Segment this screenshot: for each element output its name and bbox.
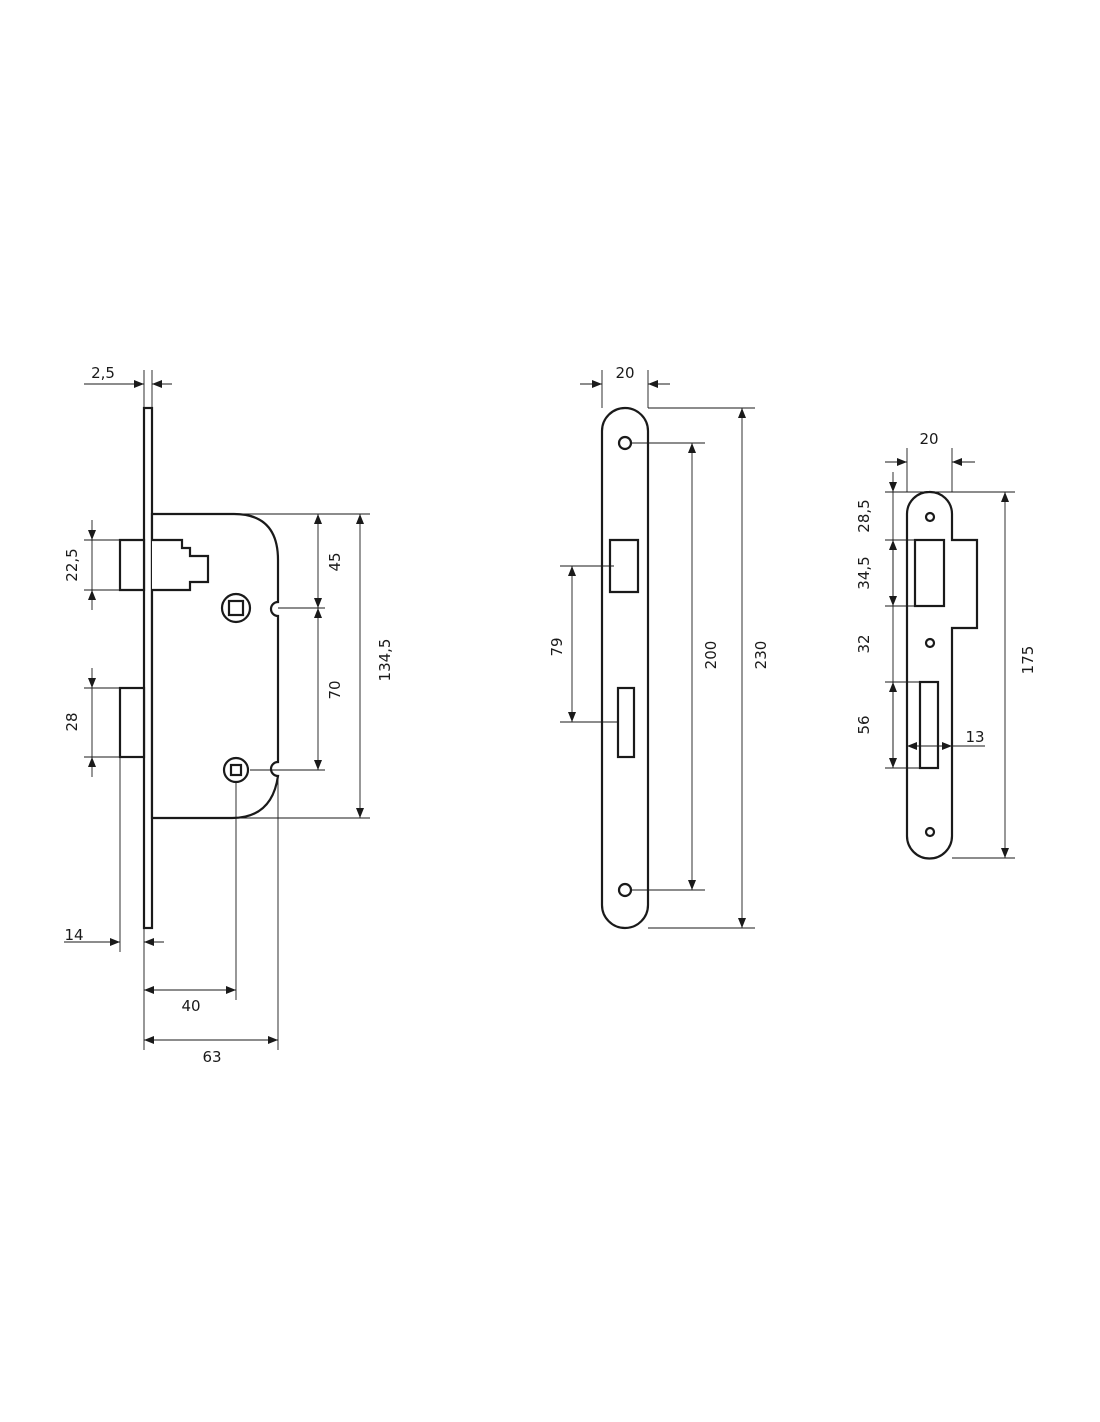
dim-strike-length: 175	[1019, 646, 1037, 675]
latch-opening	[608, 538, 640, 594]
strike-bolt-opening	[918, 680, 940, 770]
dim-screw-spacing: 200	[702, 641, 720, 670]
dim-top-to-latch: 28,5	[855, 499, 873, 532]
strike-latch-opening	[913, 538, 946, 608]
faceplate-drawing: 20 79 200 230	[548, 364, 770, 930]
bolt-opening	[616, 686, 636, 759]
faceplate-outline	[600, 406, 650, 930]
lock-faceplate	[142, 406, 154, 930]
dim-body-depth: 63	[202, 1048, 221, 1066]
follower-square	[227, 599, 245, 617]
dead-bolt	[118, 686, 146, 759]
dim-follower-to-keyhole: 70	[326, 680, 344, 699]
dim-strike-latch-to-bolt: 32	[855, 634, 873, 653]
dim-bolt-throw: 14	[64, 926, 83, 944]
dim-faceplate-thickness: 2,5	[91, 364, 115, 382]
keyhole-square	[229, 763, 243, 777]
dim-latch-opening: 34,5	[855, 556, 873, 589]
dim-backset: 40	[181, 997, 200, 1015]
latch-bolt	[118, 538, 210, 592]
strike-hole-bottom	[924, 826, 936, 838]
strike-hole-middle	[924, 637, 936, 649]
dim-strike-width: 20	[919, 430, 938, 448]
dim-latch-to-bolt: 79	[548, 637, 566, 656]
dim-faceplate-length: 230	[752, 641, 770, 670]
screw-hole-top	[617, 435, 633, 451]
dim-bolt-opening-width: 13	[965, 728, 984, 746]
screw-hole-bottom	[617, 882, 633, 898]
strike-plate-drawing: 20 28,5 34,5 32 56 13 175	[855, 430, 1037, 860]
dim-body-height: 134,5	[376, 639, 394, 682]
dim-latch-height: 22,5	[63, 548, 81, 581]
strike-hole-top	[924, 511, 936, 523]
lock-body-drawing: 2,5 22,5 28 45 70 134,5 14 40 63	[63, 364, 394, 1066]
dim-bolt-opening: 56	[855, 715, 873, 734]
dim-bolt-height: 28	[63, 712, 81, 731]
dim-top-to-follower: 45	[326, 552, 344, 571]
dim-faceplate-width: 20	[615, 364, 634, 382]
